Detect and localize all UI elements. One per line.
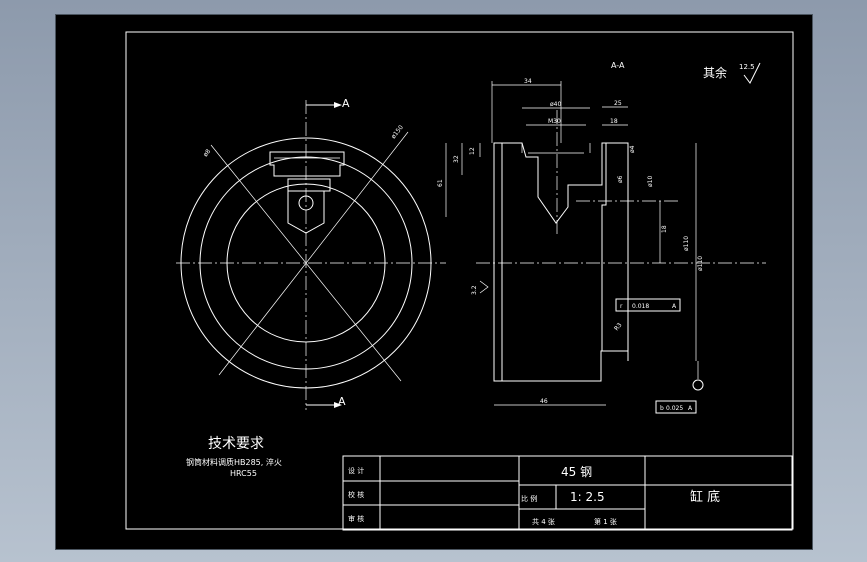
dim-34: 34 [524,78,532,85]
dim-m30: M30 [548,118,561,125]
dim-18v: 18 [661,225,668,233]
tb-material: 45 钢 [561,465,592,479]
tb-scale-label: 比 例 [521,494,537,503]
right-flange [606,142,629,352]
cut-label-bottom: A [338,395,346,408]
dim-d40: ø40 [550,101,561,108]
tolerance2-datum: A [688,405,693,412]
tech-requirements-line1: 钢筒材料调质HB285, 淬火 [186,457,282,467]
tb-check: 校 核 [348,490,364,499]
hatched-section [493,142,607,382]
cut-arrowhead-bottom [334,402,342,408]
surface-finish-side-symbol [479,280,489,294]
tolerance1-datum: A [672,303,677,310]
tolerance1-symbol: r [620,303,623,310]
tb-review: 审 核 [348,514,364,523]
dim-d8: ø8 [202,148,212,158]
drawing-border [125,31,794,530]
tb-part-name: 缸 底 [690,489,720,505]
title-block: 设 计 校 核 审 核 45 钢 比 例 1: 2.5 缸 底 共 4 张 第 … [342,455,793,531]
dim-46: 46 [540,398,548,405]
section-label: A-A [611,61,625,70]
dim-d110h: ø110 [683,236,690,251]
tech-requirements-title: 技术要求 [208,436,264,452]
tolerance2-symbol: b [660,405,664,412]
flange-step [602,350,629,361]
dim-d10: ø10 [647,176,654,187]
tb-scale-value: 1: 2.5 [570,490,605,504]
dim-d150: ø150 [390,124,405,140]
surface-finish-label: 其余 [703,65,727,80]
dim-12: 12 [469,147,476,155]
tolerance2-value: 0.025 [666,405,683,412]
surface-finish-side: 3.2 [471,285,478,295]
dim-32: 32 [453,155,460,163]
boss-neck [287,178,331,192]
top-boss [269,151,345,177]
drawing-sheet: A A ø8 ø150 34 ø40 M30 25 18 [55,14,813,550]
small-hole [298,195,314,211]
title-block-frame [342,455,793,531]
cut-arrowhead-top [334,102,342,108]
surface-finish-value: 12.5 [739,63,755,71]
dim-18: 18 [610,118,618,125]
dim-d4: ø4 [629,145,636,153]
tolerance-frame-1 [615,298,681,312]
tb-total-sheets: 共 4 张 [532,517,555,526]
diagonal-line-2 [218,131,409,376]
section-view: 34 ø40 M30 25 18 12 32 61 ø4 ø6 ø10 18 ø… [437,61,766,414]
datum-circle [692,379,704,391]
tb-sheet-number: 第 1 张 [594,517,617,526]
dim-r3: R3 [613,321,624,332]
front-view: A A ø8 ø150 [176,97,446,410]
dim-25: 25 [614,100,622,107]
tech-requirements-line2: HRC55 [230,469,257,478]
cut-label-top: A [342,97,350,110]
tolerance1-value: 0.018 [632,303,649,310]
bore-outline [287,191,325,234]
surface-finish-symbol [743,62,761,84]
dim-d110v: ø110 [697,256,704,271]
tb-design: 设 计 [348,466,364,475]
tolerance-frame-2 [655,400,697,414]
dim-61: 61 [437,179,444,187]
cad-drawing: A A ø8 ø150 34 ø40 M30 25 18 [125,31,794,531]
dim-d6: ø6 [617,175,624,183]
